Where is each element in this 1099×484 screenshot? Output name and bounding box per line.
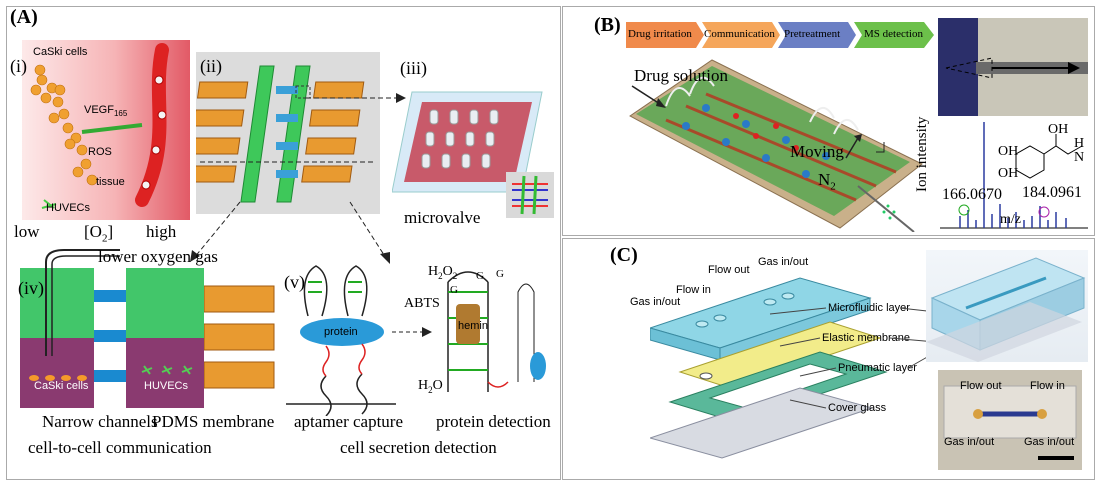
o2-label: [O2] — [84, 222, 114, 245]
microvalve-thumbnail — [506, 172, 554, 218]
layer-leader-lines — [769, 307, 937, 409]
connector-arrows — [190, 93, 406, 264]
workflow-arrow-shapes — [626, 22, 934, 48]
aptamer-capture-label: aptamer capture — [294, 412, 404, 431]
narrow-channels-label: Narrow channels — [42, 412, 158, 431]
abts-label: ABTS — [404, 296, 440, 311]
photo-gas-in-out-label-1: Gas in/out — [944, 436, 995, 448]
lower-gas-label: lower oxygen gas — [98, 247, 218, 266]
step-pretreatment: Pretreatment — [784, 28, 841, 40]
low-label: low — [14, 222, 40, 241]
ros-label: ROS — [88, 146, 112, 158]
device-photo-content — [943, 385, 1077, 460]
panel-a-label: (A) — [10, 6, 38, 28]
step-drug-irritation: Drug irritation — [628, 28, 692, 40]
drug-chip-illustration — [629, 59, 923, 232]
protein-label: protein — [324, 326, 358, 338]
cell-to-cell-label: cell-to-cell communication — [28, 438, 212, 457]
workflow-arrows — [626, 22, 934, 48]
h2o2-label: H2O2 — [428, 264, 458, 281]
step-ms-detection: MS detection — [864, 28, 923, 40]
hemin-label: hemin — [458, 320, 488, 332]
microscope-dark-edge — [938, 18, 978, 116]
sub-iii-label: (iii) — [400, 58, 427, 78]
pdms-label: PDMS membrane — [152, 412, 275, 431]
peak-184-label: 184.0961 — [1022, 184, 1082, 201]
chamber-right-well — [126, 338, 204, 408]
narrow-channel-2 — [94, 330, 126, 342]
panel-c — [562, 238, 1095, 480]
narrow-channel-3 — [94, 370, 126, 382]
narrow-channel-1 — [94, 290, 126, 302]
g3-label: G — [496, 268, 504, 280]
g1-label: G — [450, 284, 458, 296]
caski-cells-label: CaSki cells — [33, 46, 88, 58]
gas-tube — [45, 249, 120, 356]
gas-in-out-label-1: Gas in/out — [630, 296, 681, 308]
cover-glass-label: Cover glass — [828, 402, 887, 414]
n-label: N — [1074, 150, 1085, 165]
ion-intensity-label: Ion intensity — [914, 116, 930, 192]
panel-b-label: (B) — [594, 14, 621, 36]
g-quadruplex-illustration — [447, 271, 546, 392]
sub-ii-label: (ii) — [200, 56, 222, 76]
flow-in-label: Flow in — [676, 284, 711, 296]
peak-166-label: 166.0670 — [942, 186, 1002, 203]
protein-detection-label: protein detection — [436, 412, 551, 431]
huvecs-well-label: HUVECs — [144, 380, 189, 392]
photo-flow-out-label: Flow out — [960, 380, 1002, 392]
h2o-label: H2O — [418, 378, 443, 395]
huvecs-label: HUVECs — [46, 202, 91, 214]
microvalve-illustration — [392, 91, 543, 193]
moving-label: Moving — [790, 142, 844, 161]
tissue-label: tissue — [96, 176, 125, 188]
render-3d-chip — [926, 257, 1086, 362]
elastic-membrane-label: Elastic membrane — [822, 332, 911, 344]
caski-well-label: CaSki cells — [34, 380, 89, 392]
chip-illustration — [196, 65, 376, 203]
aptamer-illustration — [286, 265, 396, 416]
vegf-label: VEGF165 — [84, 104, 128, 119]
sub-i-label: (i) — [10, 56, 27, 76]
dashed-arrow-v — [392, 327, 432, 337]
microvalve-label: microvalve — [404, 208, 481, 227]
h-label: H — [1074, 136, 1085, 151]
side-valves — [204, 285, 275, 389]
g2-label: G — [476, 270, 484, 282]
panel-a — [6, 6, 561, 480]
chamber-left-well — [20, 338, 94, 408]
microfluidic-layer-label: Microfluidic layer — [828, 302, 910, 314]
flow-out-label: Flow out — [708, 264, 750, 276]
drug-solution-label: Drug solution — [634, 66, 728, 85]
secretion-detection-label: cell secretion detection — [340, 438, 497, 457]
gas-in-out-label-2: Gas in/out — [758, 256, 809, 268]
mz-label: m/z — [1000, 212, 1021, 227]
mass-spectrum — [940, 122, 1088, 229]
sub-v-label: (v) — [284, 272, 305, 292]
oh-mid-label: OH — [998, 144, 1019, 159]
panel-c-label: (C) — [610, 244, 638, 266]
cells-illustration — [30, 43, 169, 209]
microscope-overlay — [945, 57, 1088, 79]
photo-gas-in-out-label-2: Gas in/out — [1024, 436, 1075, 448]
oh-top-label: OH — [1048, 122, 1069, 137]
n2-label: N2 — [818, 170, 836, 193]
photo-flow-in-label: Flow in — [1030, 380, 1065, 392]
panel-b — [562, 6, 1095, 236]
pneumatic-layer-label: Pneumatic layer — [838, 362, 917, 374]
step-communication: Communication — [704, 28, 775, 40]
high-label: high — [146, 222, 177, 241]
cells-in-wells — [29, 365, 193, 381]
sub-iv-label: (iv) — [18, 278, 44, 298]
oh-bottom-label: OH — [998, 166, 1019, 181]
